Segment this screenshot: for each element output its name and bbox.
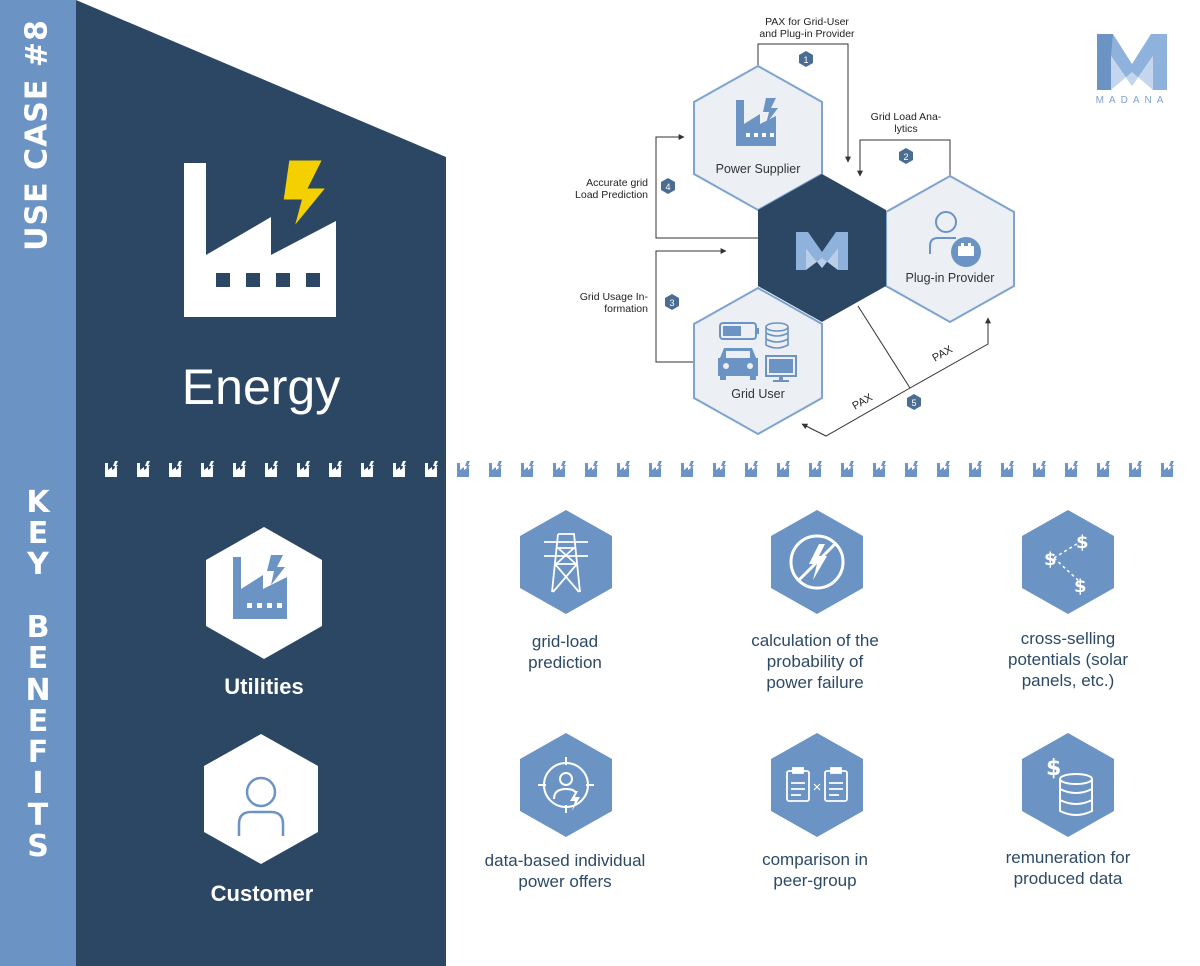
benefits-letter: N [25, 672, 51, 708]
flow-5-arrow-up [857, 305, 991, 389]
madana-center-hexagon [758, 174, 886, 322]
customer-hexagon [204, 734, 318, 864]
factory-divider-row [105, 461, 1174, 477]
benefit-label-peer-comparison: comparison in peer-group [762, 850, 868, 890]
person-icon [237, 776, 285, 836]
madana-logo-text: MADANA [1095, 95, 1169, 106]
flow-2-label: Grid Load Ana- lytics [870, 111, 942, 135]
benefit-label-grid-load: grid-load prediction [528, 632, 602, 672]
car-icon [718, 348, 758, 380]
benefits-letter: T [27, 797, 49, 833]
factory-lightning-icon [184, 157, 336, 317]
benefit-hexagon-peer-comparison [771, 733, 863, 837]
node-label-plugin-provider: Plug-in Provider [905, 271, 995, 285]
svg-text:$: $ [1074, 576, 1087, 597]
benefits-letter: S [27, 829, 49, 865]
benefit-hexagon-grid-load [520, 510, 612, 614]
benefit-hexagon-individual-offers [520, 733, 612, 837]
monitor-icon [765, 355, 797, 382]
flow-3-label: Grid Usage In- formation [579, 291, 648, 315]
flow-4-arrow [655, 134, 760, 239]
flow-4-label: Accurate grid Load Prediction [575, 177, 648, 201]
benefits-letter: E [27, 703, 49, 739]
navy-panel [76, 0, 446, 966]
svg-text:$: $ [1044, 549, 1057, 570]
role-label-customer: Customer [210, 881, 314, 906]
battery-icon [719, 322, 759, 340]
use-case-title: USE CASE #8 [19, 19, 55, 251]
flow-1-arrow [757, 43, 851, 163]
flow-5-number: 5 [911, 398, 917, 408]
sidebar-strip [0, 0, 76, 966]
flow-2-arrow [857, 139, 951, 178]
madana-logo [1097, 34, 1167, 90]
key-letter: Y [27, 547, 49, 582]
flow-4-number: 4 [665, 182, 671, 192]
power-pylon-icon [544, 533, 588, 593]
benefit-label-individual-offers: data-based individual power offers [484, 851, 646, 891]
factory-lightning-icon [233, 555, 287, 619]
data-flow-diagram [655, 43, 1015, 437]
benefit-label-power-failure: calculation of the probability of power … [751, 631, 879, 692]
key-letter: E [27, 516, 49, 551]
database-icon [765, 322, 789, 349]
benefit-hexagon-cross-selling: $ $ $ [1022, 510, 1114, 614]
target-person-icon [538, 757, 594, 813]
benefit-label-remuneration: remuneration for produced data [1005, 848, 1131, 888]
benefits-letter: E [27, 641, 49, 677]
benefit-label-cross-selling: cross-selling potentials (solar panels, … [1007, 629, 1128, 690]
plugin-provider-hexagon [885, 174, 1015, 324]
no-power-icon [789, 534, 845, 590]
benefits-letter: B [26, 610, 50, 645]
dollar-network-icon: $ $ $ [1044, 532, 1089, 597]
benefits-vertical-label: B E N E F I T S [20, 612, 56, 862]
role-label-utilities: Utilities [224, 674, 304, 699]
flow-number-badges [661, 51, 921, 410]
clipboard-compare-icon [786, 767, 848, 802]
node-label-power-supplier: Power Supplier [715, 162, 801, 176]
flow-2-number: 2 [903, 152, 909, 162]
node-label-grid-user: Grid User [731, 387, 785, 401]
madana-m-logo-center [796, 232, 848, 270]
benefit-hexagon-remuneration: $ [1022, 733, 1114, 837]
flow-1-label: PAX for Grid-User and Plug-in Provider [759, 16, 855, 40]
svg-text:$: $ [1076, 532, 1089, 553]
flow-3-number: 3 [669, 298, 675, 308]
benefits-letter: F [27, 735, 49, 771]
utilities-hexagon [206, 527, 322, 659]
person-battery-icon [929, 211, 981, 267]
benefit-hexagon-power-failure [771, 510, 863, 614]
flow-1-number: 1 [803, 55, 809, 65]
key-vertical-label: K E Y [20, 488, 56, 581]
key-letter: K [26, 485, 50, 520]
benefits-letter: I [32, 766, 44, 802]
flow-5-arrow-down [801, 387, 911, 437]
svg-text:$: $ [1046, 756, 1061, 781]
flow-3-arrow [655, 248, 727, 363]
hero-title: Energy [181, 359, 341, 415]
dollar-database-icon: $ [1046, 756, 1093, 816]
